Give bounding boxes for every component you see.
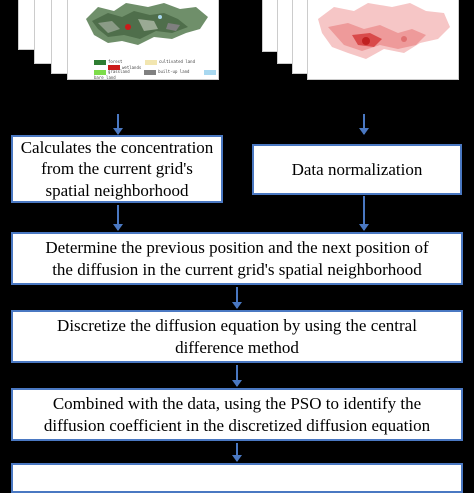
step-next-partial [11, 463, 463, 493]
legend-swatch-forest [94, 59, 106, 65]
arrow-discretize-to-pso [232, 365, 242, 387]
concentration-map-image [318, 3, 450, 59]
step-pso-identify-coefficient-line-2: diffusion coefficient in the discretized… [43, 415, 431, 435]
legend-label-forest: forest [108, 59, 123, 64]
legend-swatch-built-up-land [144, 69, 157, 75]
legend-label-grassland: grassland [108, 69, 130, 74]
legend-label-cultivated-land: cultivated land [158, 59, 195, 64]
step-calculate-concentration: Calculates the concentration from the cu… [11, 135, 223, 203]
landuse-map-card-front: forest cultivated land wetlands grasslan… [67, 0, 219, 80]
step-calculate-concentration-line-1: Calculates the concentration [20, 137, 214, 157]
step-data-normalization-label: Data normalization [291, 159, 423, 179]
legend-label-wetlands: wetlands [122, 64, 142, 70]
landuse-map-image [86, 3, 208, 45]
arrow-concentration-to-position [113, 205, 123, 231]
arrow-position-to-discretize [232, 287, 242, 309]
arrow-maps-to-normalization [359, 114, 369, 135]
landuse-legend-row-1: forest cultivated land wetlands [94, 59, 218, 70]
step-calculate-concentration-line-2: from the current grid's [41, 159, 193, 179]
step-discretize-equation: Discretize the diffusion equation by usi… [11, 310, 463, 363]
step-calculate-concentration-line-3: spatial neighborhood [45, 180, 189, 200]
step-data-normalization: Data normalization [252, 144, 462, 195]
concentration-map-card-front [307, 0, 459, 80]
step-determine-positions-line-1: Determine the previous position and the … [45, 237, 429, 257]
legend-swatch-cultivated-land [144, 59, 157, 65]
arrow-pso-to-next [232, 443, 242, 462]
arrow-normalization-to-position [359, 196, 369, 231]
legend-swatch-wetlands [108, 65, 120, 70]
step-discretize-equation-line-1: Discretize the diffusion equation by usi… [57, 315, 417, 335]
legend-label-bare-land: bare land [94, 74, 116, 80]
legend-swatch-bare-land [203, 69, 216, 75]
step-pso-identify-coefficient: Combined with the data, using the PSO to… [11, 388, 463, 441]
legend-swatch-grassland [94, 69, 106, 75]
step-determine-positions: Determine the previous position and the … [11, 232, 463, 285]
step-discretize-equation-line-2: difference method [175, 337, 299, 357]
landuse-legend-row-2: grassland built-up land bare land [94, 69, 218, 80]
step-determine-positions-line-2: the diffusion in the current grid's spat… [52, 259, 422, 279]
step-pso-identify-coefficient-line-1: Combined with the data, using the PSO to… [52, 393, 422, 413]
arrow-landuse-to-concentration [113, 114, 123, 135]
legend-label-built-up-land: built-up land [158, 69, 190, 74]
